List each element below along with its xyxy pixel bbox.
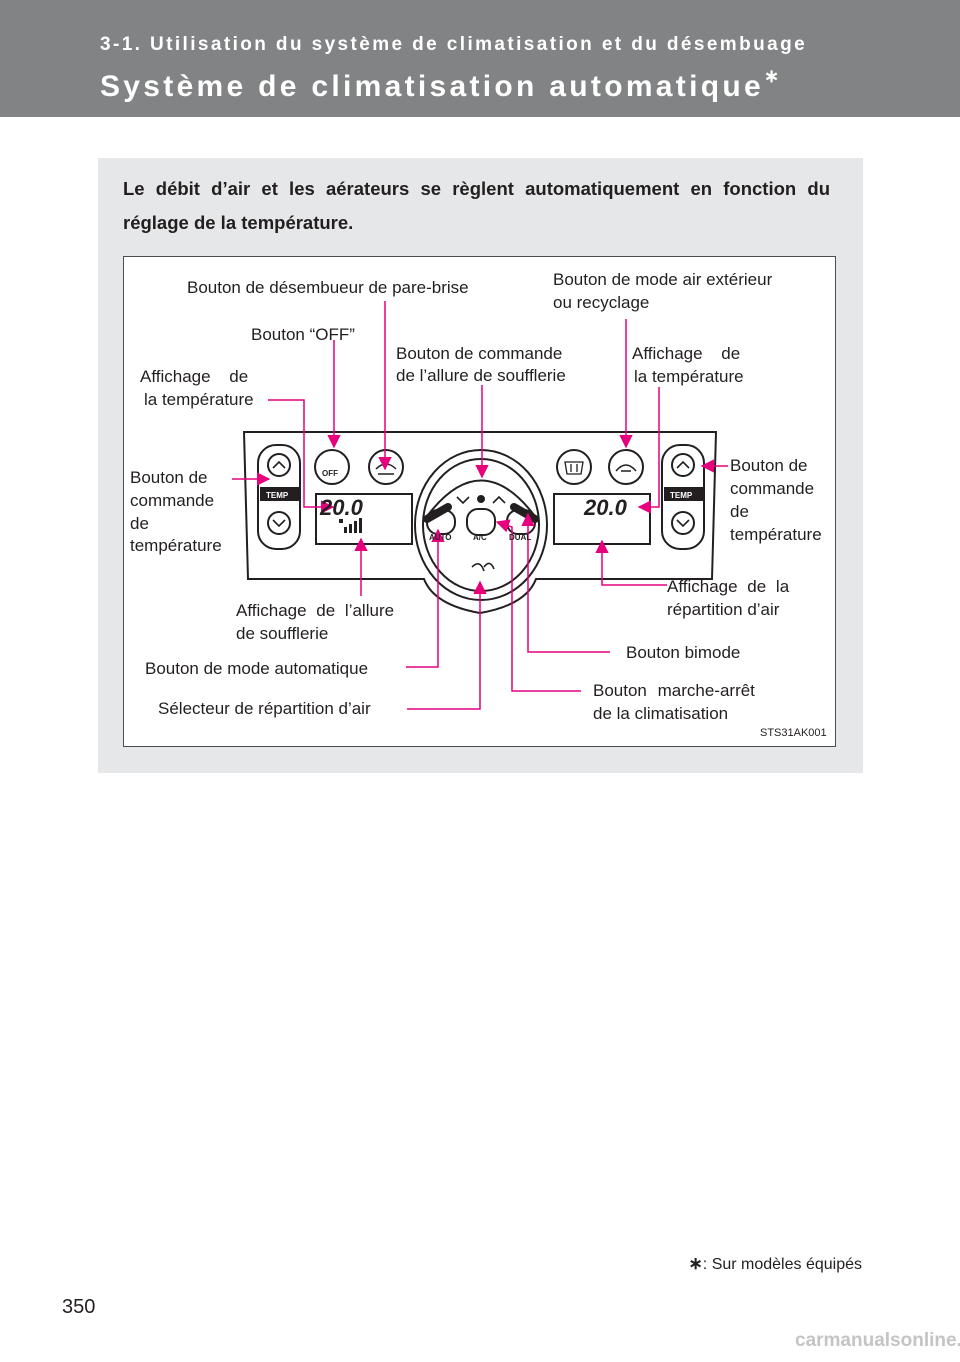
- label-defogger: Bouton de désembueur de pare-brise: [187, 278, 469, 297]
- label-outside-air-2: ou recyclage: [553, 293, 650, 312]
- label-outside-air-1: Bouton de mode air extérieur: [553, 270, 773, 289]
- label-ac-1: Bouton marche-arrêt: [593, 681, 755, 700]
- intro-text: Le débit d’air et les aérateurs se règle…: [123, 178, 830, 233]
- page-title: Système de climatisation automatique∗: [100, 66, 779, 104]
- label-temp-control-right-3: de: [730, 502, 749, 521]
- footnote-text: : Sur modèles équipés: [702, 1256, 862, 1273]
- label-temp-control-right-4: température: [730, 525, 822, 544]
- label-temp-control-right-2: commande: [730, 479, 815, 498]
- label-temp-control-left-4: température: [130, 536, 222, 555]
- left-temp-word: TEMP: [266, 491, 289, 500]
- label-fan-display-2: de soufflerie: [236, 624, 329, 643]
- watermark: carmanualsonline.info: [795, 1330, 960, 1351]
- label-off-button: Bouton “OFF”: [251, 325, 355, 344]
- page-title-text: Système de climatisation automatique: [100, 70, 764, 103]
- equipped-mark: ∗: [763, 66, 780, 86]
- label-fan-display-1: Affichage de l’allure: [236, 601, 395, 620]
- label-ac-2: de la climatisation: [593, 704, 729, 723]
- label-temp-display-right-2: la température: [634, 367, 744, 386]
- auto-word: AUTO: [429, 533, 452, 542]
- label-air-dist-display-1: Affichage de la: [667, 577, 790, 596]
- label-temp-display-right-1: Affichage de: [632, 344, 741, 363]
- left-temp-readout: 20.0: [319, 495, 364, 520]
- section-title: 3-1. Utilisation du système de climatisa…: [100, 34, 808, 55]
- label-air-dist-display-2: répartition d’air: [667, 600, 780, 619]
- off-word: OFF: [322, 469, 338, 478]
- label-fan-control-1: Bouton de commande: [396, 344, 563, 363]
- figure-drawing: 20.0 20.0 TEMP TEMP OFF AUTO A/C DUAL: [232, 301, 728, 710]
- climate-panel-figure: 20.0 20.0 TEMP TEMP OFF AUTO A/C DUAL Bo…: [123, 256, 836, 747]
- label-fan-control-2: de l’allure de soufflerie: [396, 366, 566, 385]
- footnote: ∗: Sur modèles équipés: [689, 1254, 862, 1274]
- dual-word: DUAL: [509, 533, 531, 542]
- callout-lines: [232, 301, 728, 710]
- panel-text: 20.0 20.0 TEMP TEMP OFF AUTO A/C DUAL: [266, 469, 693, 542]
- header-bar: 3-1. Utilisation du système de climatisa…: [0, 0, 960, 117]
- label-air-selector: Sélecteur de répartition d’air: [158, 699, 371, 718]
- label-auto-mode: Bouton de mode automatique: [145, 659, 369, 678]
- fan-level-bars: [339, 518, 362, 533]
- label-dual-button: Bouton bimode: [626, 643, 741, 662]
- label-temp-display-left-2: la température: [144, 390, 254, 409]
- label-temp-control-right-1: Bouton de: [730, 456, 808, 475]
- footnote-mark: ∗: [688, 1254, 703, 1273]
- ac-word: A/C: [473, 533, 487, 542]
- figure-code: STS31AK001: [760, 727, 827, 739]
- page-number: 350: [62, 1296, 96, 1318]
- label-temp-control-left-2: commande: [130, 491, 215, 510]
- label-temp-control-left-3: de: [130, 514, 149, 533]
- right-temp-word: TEMP: [670, 491, 693, 500]
- label-temp-display-left-1: Affichage de: [140, 367, 249, 386]
- label-temp-control-left-1: Bouton de: [130, 468, 208, 487]
- right-temp-readout: 20.0: [583, 495, 628, 520]
